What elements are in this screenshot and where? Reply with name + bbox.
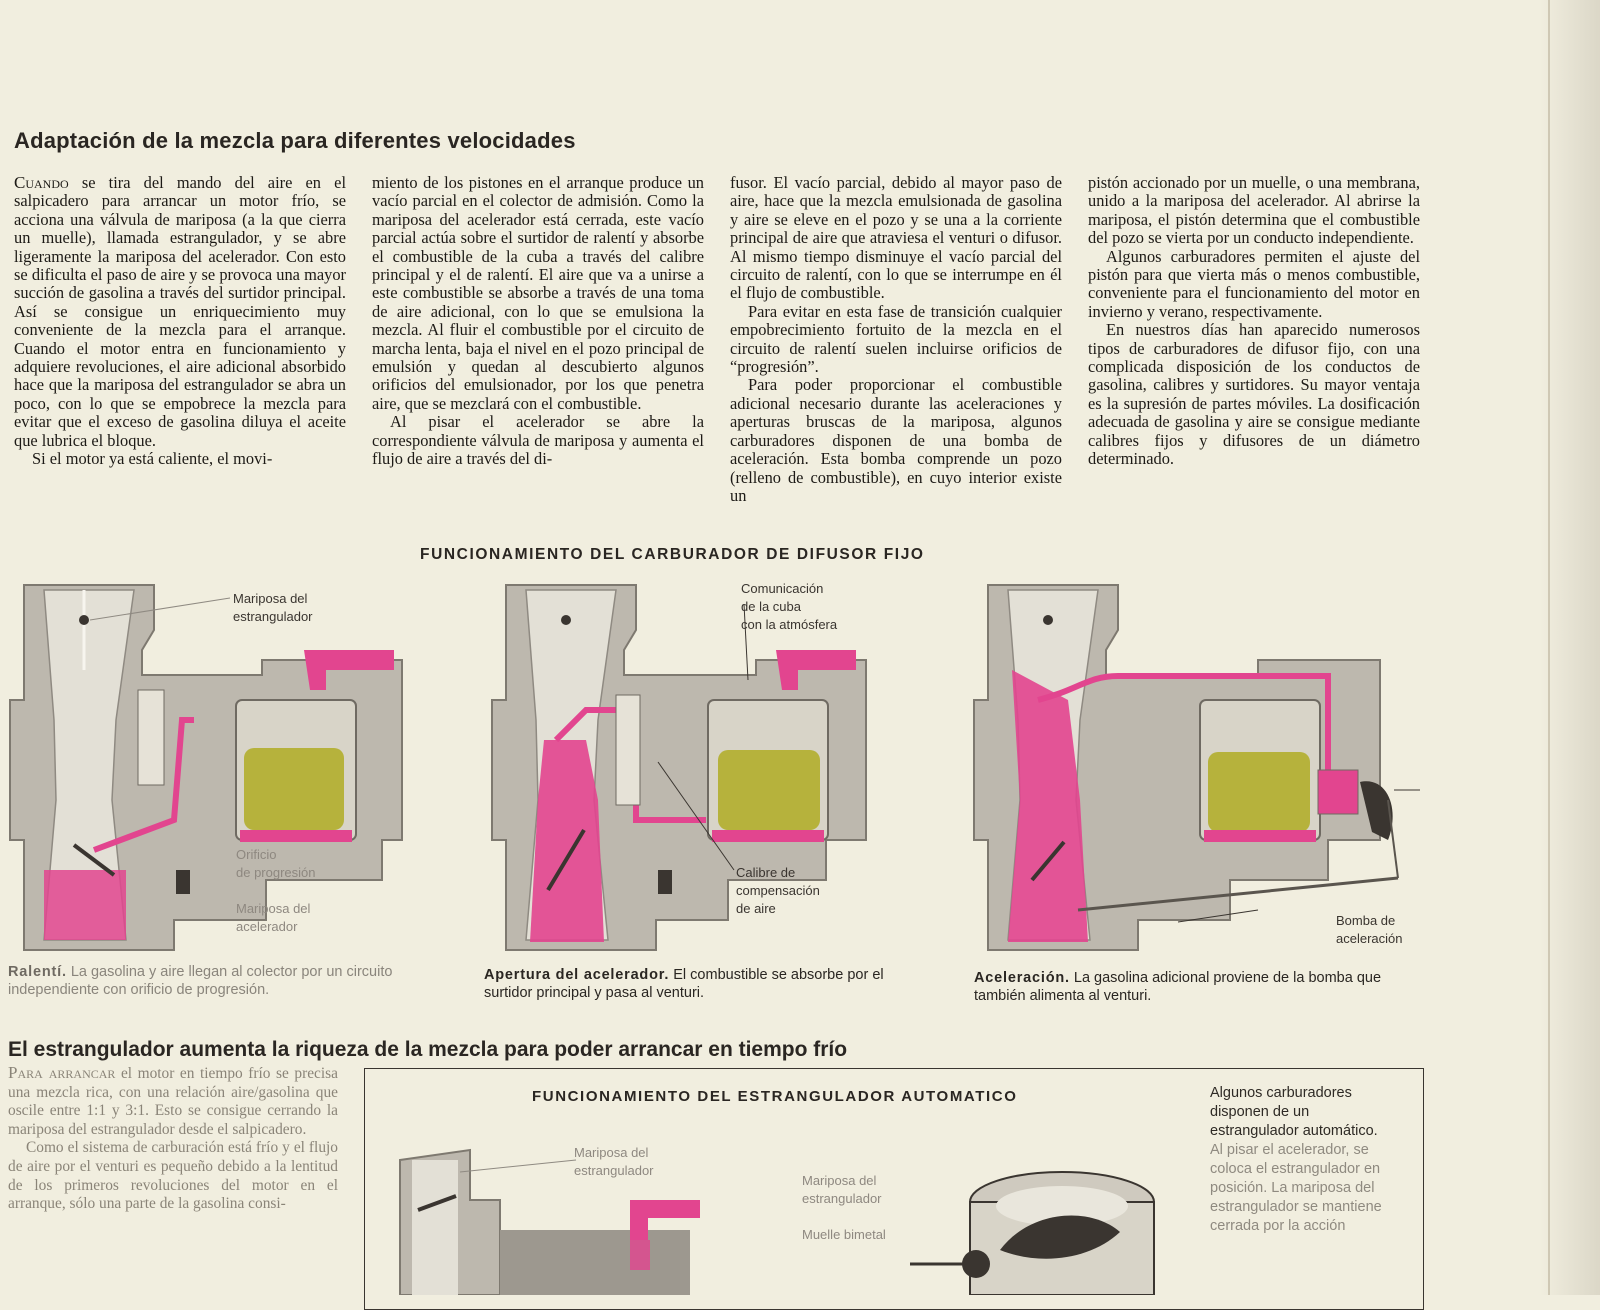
paragraph: En nuestros días han aparecido numerosos… xyxy=(1088,320,1420,469)
label-throttle-valve: Mariposa del acelerador xyxy=(236,901,311,934)
automatic-choke-text: Algunos carburadores disponen de un estr… xyxy=(1210,1084,1385,1236)
page-shadow xyxy=(1540,0,1600,1295)
label-accelerator-pump: Bomba de aceleración xyxy=(1336,913,1403,946)
caption-throttle-open-text: El combustible se absorbe por el surtido… xyxy=(484,967,884,1001)
paragraph: Al pisar el acelerador se abre la corres… xyxy=(372,412,704,469)
carburetor-diagram-throttle-open xyxy=(491,584,867,951)
text-column-3: fusor. El vacío parcial, debido al mayor… xyxy=(730,173,1062,505)
text-column-bottom: Para arrancar el motor en tiempo frío se… xyxy=(8,1063,338,1214)
paragraph: Para evitar en esta fase de transición c… xyxy=(730,301,1062,377)
figure-title: FUNCIONAMIENTO DEL CARBURADOR DE DIFUSOR… xyxy=(420,546,925,563)
label-bowl-vent: Comunicación de la cuba con la atmósfera xyxy=(741,581,838,632)
choke-heading: El estrangulador aumenta la riqueza de l… xyxy=(8,1038,848,1061)
label-choke-valve: Mariposa del estrangulador xyxy=(233,591,313,624)
text-column-2: miento de los pistones en el arranque pr… xyxy=(372,173,704,469)
caption-acceleration-title: Aceleración. xyxy=(974,970,1070,986)
label-bimetal-spring: Muelle bimetal xyxy=(802,1227,886,1242)
paragraph: miento de los pistones en el arranque pr… xyxy=(372,173,704,413)
drop-lead: Cuando xyxy=(14,173,69,192)
label-auto-choke-valve: Mariposa del estrangulador xyxy=(574,1145,654,1178)
paragraph: pistón accionado por un muelle, o una me… xyxy=(1088,173,1420,248)
label-air-compensation-jet: Calibre de compensación de aire xyxy=(736,865,820,916)
carburetor-diagram-idle xyxy=(9,584,403,951)
text-column-1: Cuando se tira del mando del aire en el … xyxy=(14,173,346,469)
paragraph: Como el sistema de carburación está frío… xyxy=(8,1139,338,1213)
caption-idle-text: La gasolina y aire llegan al colector po… xyxy=(8,964,393,998)
main-heading: Adaptación de la mezcla para diferentes … xyxy=(14,128,576,153)
caption-acceleration: Aceleración. La gasolina adicional provi… xyxy=(974,969,1404,1005)
automatic-choke-title: FUNCIONAMIENTO DEL ESTRANGULADOR AUTOMAT… xyxy=(532,1088,1018,1105)
paragraph: el motor en tiempo frío se precisa una m… xyxy=(8,1065,338,1138)
caption-throttle-open: Apertura del acelerador. El combustible … xyxy=(484,966,904,1002)
paragraph: fusor. El vacío parcial, debido al mayor… xyxy=(730,173,1062,303)
paragraph: Para poder proporcionar el combustible a… xyxy=(730,375,1062,505)
paragraph: Si el motor ya está caliente, el movi- xyxy=(32,449,273,469)
label-auto-choke-valve-2: Mariposa del estrangulador xyxy=(802,1173,882,1206)
caption-acceleration-text: La gasolina adicional proviene de la bom… xyxy=(974,970,1382,1004)
carburetor-diagram-acceleration xyxy=(973,584,1420,951)
caption-idle-title: Ralentí. xyxy=(8,964,67,980)
drop-lead: Para arrancar xyxy=(8,1063,116,1082)
caption-throttle-open-title: Apertura del acelerador. xyxy=(484,967,670,983)
label-progression-orifice: Orificio de progresión xyxy=(236,847,316,880)
paragraph: Algunos carburadores permiten el ajuste … xyxy=(1088,246,1420,321)
automatic-choke-text-faded: Al pisar el acelerador, se coloca el est… xyxy=(1210,1142,1382,1234)
automatic-choke-diagram xyxy=(399,1148,1155,1295)
paragraph: se tira del mando del aire en el salpica… xyxy=(14,173,346,450)
page-edge xyxy=(1548,0,1550,1295)
automatic-choke-text-clear: Algunos carburadores disponen de un estr… xyxy=(1210,1085,1378,1139)
caption-idle: Ralentí. La gasolina y aire llegan al co… xyxy=(8,963,438,999)
text-column-4: pistón accionado por un muelle, o una me… xyxy=(1088,173,1420,469)
